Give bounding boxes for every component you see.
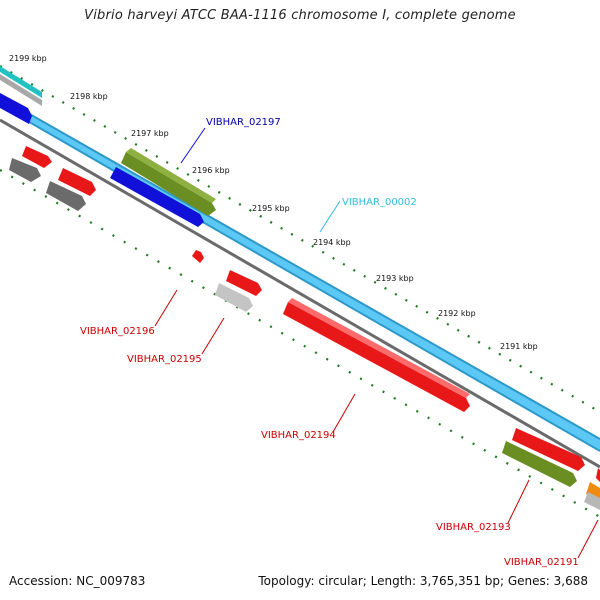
kbp-labels: 2199 kbp 2198 kbp 2197 kbp 2196 kbp 2195… bbox=[9, 54, 538, 351]
kbp-label: 2192 kbp bbox=[438, 309, 476, 318]
teal-strip bbox=[0, 66, 42, 98]
red-gene-vibhar-02194 bbox=[283, 302, 470, 412]
kbp-label: 2193 kbp bbox=[376, 274, 414, 283]
gray-gene-left-1 bbox=[9, 158, 41, 182]
gene-label-vibhar-02197[interactable]: VIBHAR_02197 bbox=[206, 117, 281, 128]
red-gene-left-1 bbox=[22, 146, 52, 168]
leader-vibhar-02194 bbox=[332, 393, 356, 433]
summary-text: Topology: circular; Length: 3,765,351 bp… bbox=[258, 574, 588, 588]
kbp-label: 2195 kbp bbox=[252, 204, 290, 213]
gene-label-vibhar-02196[interactable]: VIBHAR_02196 bbox=[80, 326, 155, 337]
gray-gene-left-2 bbox=[46, 181, 86, 211]
leader-vibhar-02195 bbox=[201, 317, 225, 355]
gene-label-vibhar-00002[interactable]: VIBHAR_00002 bbox=[342, 197, 417, 208]
olive-gene-vibhar-02193 bbox=[502, 441, 577, 487]
kbp-label: 2199 kbp bbox=[9, 54, 47, 63]
blue-gene-vibhar-02197 bbox=[110, 167, 204, 227]
blue-gene-top-left bbox=[0, 93, 32, 124]
kbp-label: 2197 kbp bbox=[131, 129, 169, 138]
kbp-label: 2191 kbp bbox=[500, 342, 538, 351]
leader-vibhar-02196 bbox=[154, 289, 178, 327]
red-gene-edge bbox=[596, 468, 600, 482]
gene-label-vibhar-02194[interactable]: VIBHAR_02194 bbox=[261, 430, 336, 441]
accession-text: Accession: NC_009783 bbox=[9, 574, 146, 588]
kbp-label: 2198 kbp bbox=[70, 92, 108, 101]
kbp-label: 2194 kbp bbox=[313, 238, 351, 247]
gray-strip-top bbox=[0, 74, 42, 106]
map-title: Vibrio harveyi ATCC BAA-1116 chromosome … bbox=[84, 8, 516, 23]
gene-label-vibhar-02195[interactable]: VIBHAR_02195 bbox=[127, 354, 202, 365]
backbone-lower-line bbox=[0, 118, 600, 469]
gray-gene-edge bbox=[584, 492, 600, 510]
cyan-feature-bar bbox=[0, 97, 600, 451]
leader-vibhar-02197 bbox=[180, 127, 206, 164]
red-gene-right bbox=[512, 428, 585, 471]
kbp-label: 2196 kbp bbox=[192, 166, 230, 175]
tick-track-upper bbox=[0, 65, 600, 413]
gene-label-vibhar-02191[interactable]: VIBHAR_02191 bbox=[504, 557, 579, 568]
red-gene-small bbox=[192, 250, 204, 263]
leader-vibhar-00002 bbox=[319, 200, 341, 233]
gene-label-vibhar-02193[interactable]: VIBHAR_02193 bbox=[436, 522, 511, 533]
leader-vibhar-02191 bbox=[577, 519, 599, 559]
leader-vibhar-02193 bbox=[507, 479, 530, 524]
red-gene-vibhar-02195 bbox=[226, 270, 262, 296]
olive-gene-upper bbox=[121, 152, 216, 216]
lightgray-gene-vibhar-02195 bbox=[215, 283, 253, 312]
red-gene-left-2 bbox=[58, 168, 96, 196]
